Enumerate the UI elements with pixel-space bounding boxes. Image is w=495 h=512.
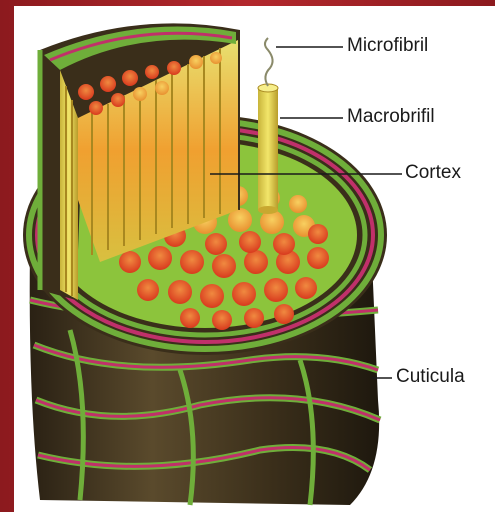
macrofibril-label: Macrobrifil xyxy=(347,106,435,128)
cortex-label: Cortex xyxy=(405,162,461,184)
cuticula-label: Cuticula xyxy=(396,366,465,388)
macrofibril-cylinder xyxy=(258,84,278,214)
microfibril-label: Microfibril xyxy=(347,35,428,57)
microfibril-strand xyxy=(265,38,273,86)
